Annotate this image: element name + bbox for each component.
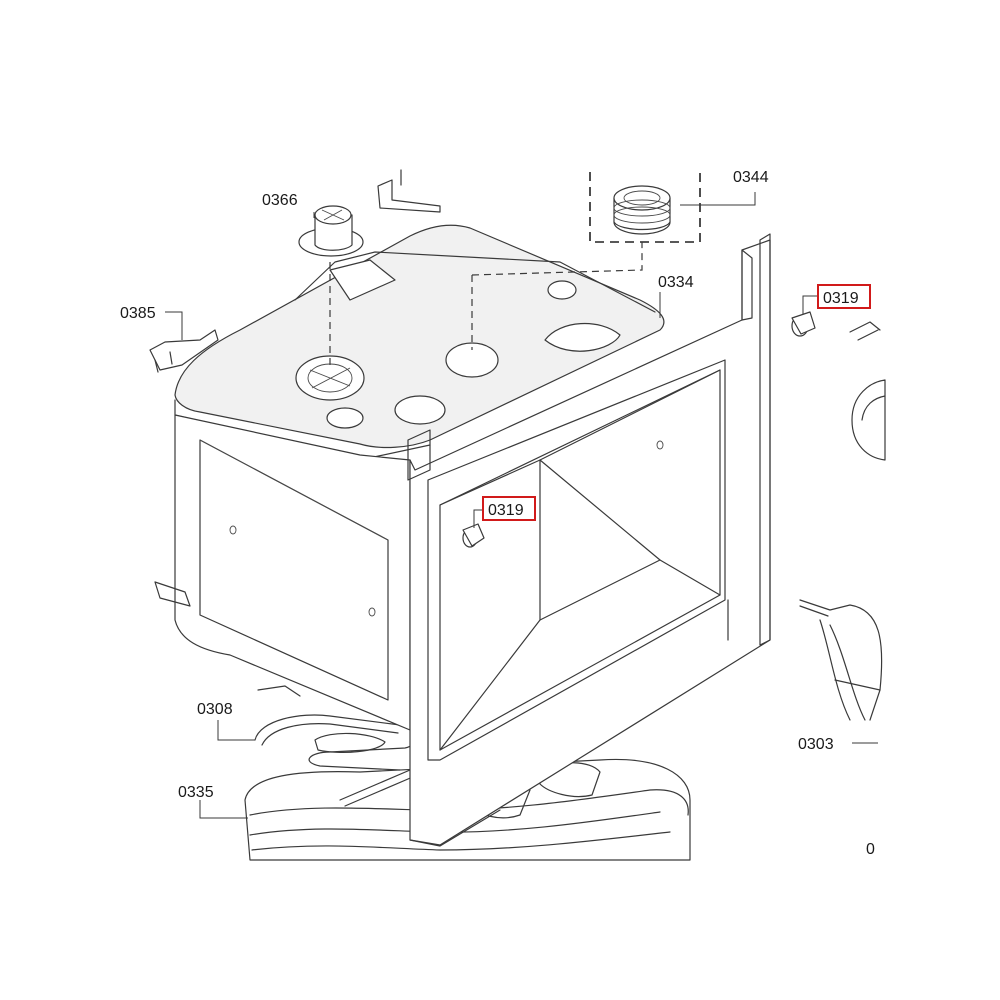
highlight-box-0319-left	[482, 496, 536, 521]
label-0334: 0334	[658, 274, 694, 291]
label-0385: 0385	[120, 305, 156, 322]
bracket-0385	[149, 329, 219, 373]
label-0366: 0366	[262, 192, 298, 209]
label-0308: 0308	[197, 701, 233, 718]
label-0344: 0344	[733, 169, 769, 186]
fan-cover-0366	[298, 205, 364, 257]
label-0319-left: 0319	[488, 502, 524, 519]
label-0319-right: 0319	[823, 290, 859, 307]
lamp-socket-0319-left	[462, 523, 485, 548]
ring-heater-0303	[799, 599, 883, 721]
highlight-box-0319-right	[817, 284, 871, 309]
label-cut-off: 0	[866, 841, 875, 858]
part-0344-group	[589, 172, 701, 243]
lamp-socket-0319-right	[791, 311, 816, 337]
top-bracket	[377, 169, 441, 213]
right-partial-parts	[849, 321, 886, 461]
label-0303: 0303	[798, 736, 834, 753]
heating-element-0308	[254, 685, 417, 807]
oven-cavity-0334	[154, 224, 771, 847]
label-0335: 0335	[178, 784, 214, 801]
